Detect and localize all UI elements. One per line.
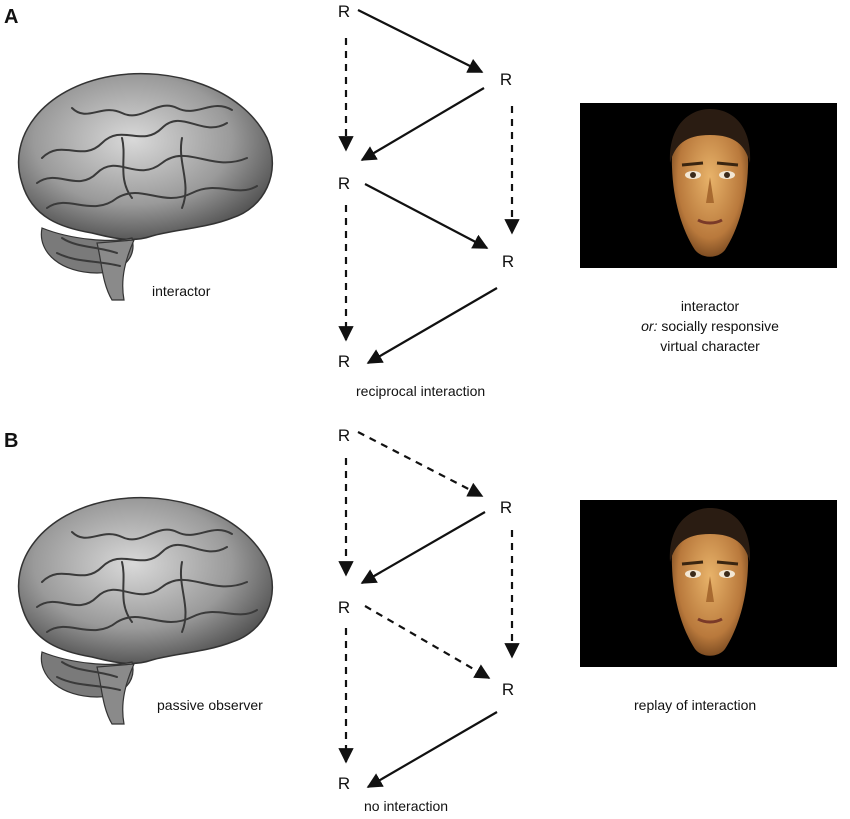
- arrow-b-2: [360, 511, 486, 584]
- arrow-b-3: [364, 605, 491, 679]
- caption-interactor: interactor: [152, 283, 211, 299]
- caption-right-line1: interactor: [680, 298, 740, 314]
- caption-reciprocal-interaction: reciprocal interaction: [356, 383, 486, 399]
- arrow-a-3: [364, 183, 489, 249]
- node-a-2: R: [499, 70, 513, 89]
- node-a-1: R: [337, 2, 351, 21]
- caption-right-line2: or: socially responsive: [600, 316, 820, 336]
- caption-passive-observer: passive observer: [157, 697, 263, 713]
- arrow-a-1: [357, 9, 484, 73]
- brain-illustration-b: [17, 496, 274, 725]
- node-a-4: R: [501, 252, 515, 271]
- node-a-3: R: [337, 174, 351, 193]
- face-icon: [669, 508, 751, 656]
- panel-label-b: B: [4, 430, 19, 452]
- node-b-2: R: [499, 498, 513, 517]
- node-a-5: R: [337, 352, 351, 371]
- node-b-1: R: [337, 426, 351, 445]
- caption-interactor-right: interactor or: socially responsive virtu…: [600, 296, 820, 356]
- caption-right-or: or:: [641, 318, 658, 334]
- caption-replay-of-interaction: replay of interaction: [634, 697, 757, 713]
- virtual-character-screen-b: [580, 500, 837, 667]
- caption-no-interaction: no interaction: [364, 798, 449, 814]
- virtual-character-screen-a: [580, 103, 837, 268]
- node-b-5: R: [337, 774, 351, 793]
- brain-illustration-a: [17, 72, 274, 301]
- arrow-b-4: [366, 711, 498, 788]
- face-icon: [669, 109, 751, 257]
- arrow-a-4: [366, 287, 498, 364]
- panel-label-a: A: [4, 6, 19, 28]
- caption-right-line2-rest: socially responsive: [657, 318, 779, 334]
- node-b-3: R: [337, 598, 351, 617]
- node-b-4: R: [501, 680, 515, 699]
- arrow-b-1: [357, 431, 484, 497]
- caption-right-line3: virtual character: [660, 338, 760, 354]
- arrow-a-2: [360, 87, 485, 161]
